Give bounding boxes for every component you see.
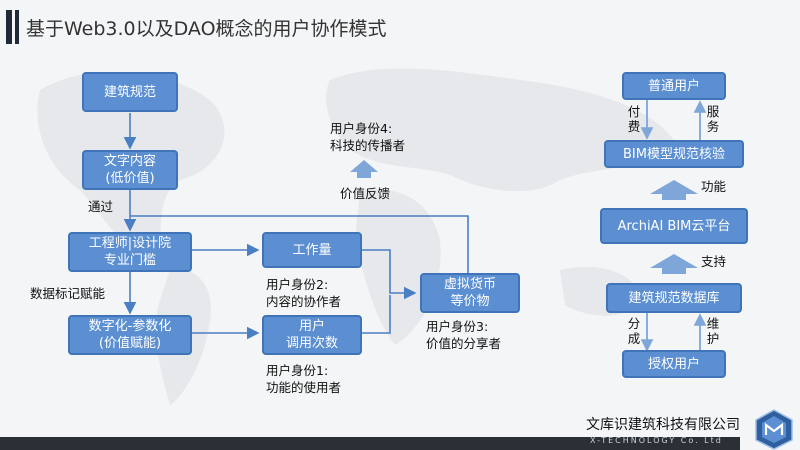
node-engineer-threshold: 工程师|设计院 专业门槛 [68,232,192,272]
label-value-feedback: 价值反馈 [340,186,391,201]
company-subtitle: X-TECHNOLOGY Co. Ltd [590,436,723,445]
label-share: 分成 [627,316,641,346]
function-block-arrow [650,180,698,200]
node-text-content-line2: (低价值) [105,171,155,186]
title-bar-accent-2 [15,10,19,44]
node-code-db: 建筑规范数据库 [606,283,742,313]
node-virtual-currency-line2: 等价物 [450,294,490,309]
node-building-code-label: 建筑规范 [103,84,156,100]
identity-3-title: 用户身份3: [426,319,489,334]
page-title: 基于Web3.0以及DAO概念的用户协作模式 [26,18,387,40]
identity-2-title: 用户身份2: [266,277,329,292]
edge-workload-to-currency [362,249,417,300]
node-virtual-currency: 虚拟货币 等价物 [420,273,520,313]
node-user-calls-line1: 用户 [298,319,325,334]
label-pay: 付费 [627,104,641,134]
node-workload: 工作量 [262,232,362,268]
value-feedback-arrow [350,160,378,178]
node-user-calls: 用户 调用次数 [262,315,362,355]
label-maintain: 维护 [706,316,720,346]
node-authorized-user-label: 授权用户 [647,356,700,372]
node-bim-check: BIM模型规范核验 [604,140,744,168]
support-block-arrow [650,254,698,274]
node-workload-label: 工作量 [292,242,332,258]
node-regular-user: 普通用户 [622,72,726,100]
node-virtual-currency-line1: 虚拟货币 [443,277,496,292]
identity-3-desc: 价值的分享者 [426,336,502,351]
label-pass: 通过 [88,199,114,214]
identity-1-desc: 功能的使用者 [266,380,342,395]
company-logo-icon [755,409,793,450]
label-data-labeling: 数据标记赋能 [30,286,106,301]
node-text-content: 文字内容 (低价值) [82,150,178,190]
title-bar-accent-1 [6,10,12,44]
footer-bar [0,437,740,450]
node-building-code: 建筑规范 [82,72,178,112]
identity-2-desc: 内容的协作者 [266,294,342,309]
node-platform: ArchiAI BIM云平台 [600,208,748,244]
node-engineer-threshold-line2: 专业门槛 [103,253,156,268]
identity-4-desc: 科技的传播者 [330,138,406,153]
identity-1-title: 用户身份1: [266,363,329,378]
node-regular-user-label: 普通用户 [647,78,700,94]
node-digitize-line1: 数字化-参数化 [88,319,172,334]
node-bim-check-label: BIM模型规范核验 [623,146,725,162]
identity-4: 用户身份4: 科技的传播者 [330,120,405,154]
identity-2: 用户身份2: 内容的协作者 [266,276,341,310]
node-text-content-line1: 文字内容 [103,154,156,169]
edge-calls-to-currency [362,295,391,334]
company-name: 文库识建筑科技有限公司 [586,417,740,433]
node-authorized-user: 授权用户 [622,350,726,378]
label-support: 支持 [701,254,727,269]
node-digitize: 数字化-参数化 (价值赋能) [68,315,192,355]
identity-1: 用户身份1: 功能的使用者 [266,362,341,396]
node-user-calls-line2: 调用次数 [285,336,338,351]
node-code-db-label: 建筑规范数据库 [628,290,720,306]
edge-currency-feedback [130,215,469,273]
label-service: 服务 [706,104,720,134]
node-platform-label: ArchiAI BIM云平台 [617,218,731,234]
label-function: 功能 [701,179,727,194]
identity-4-title: 用户身份4: [330,121,393,136]
node-digitize-line2: (价值赋能) [98,336,162,351]
node-engineer-threshold-line1: 工程师|设计院 [88,236,172,251]
identity-3: 用户身份3: 价值的分享者 [426,318,501,352]
